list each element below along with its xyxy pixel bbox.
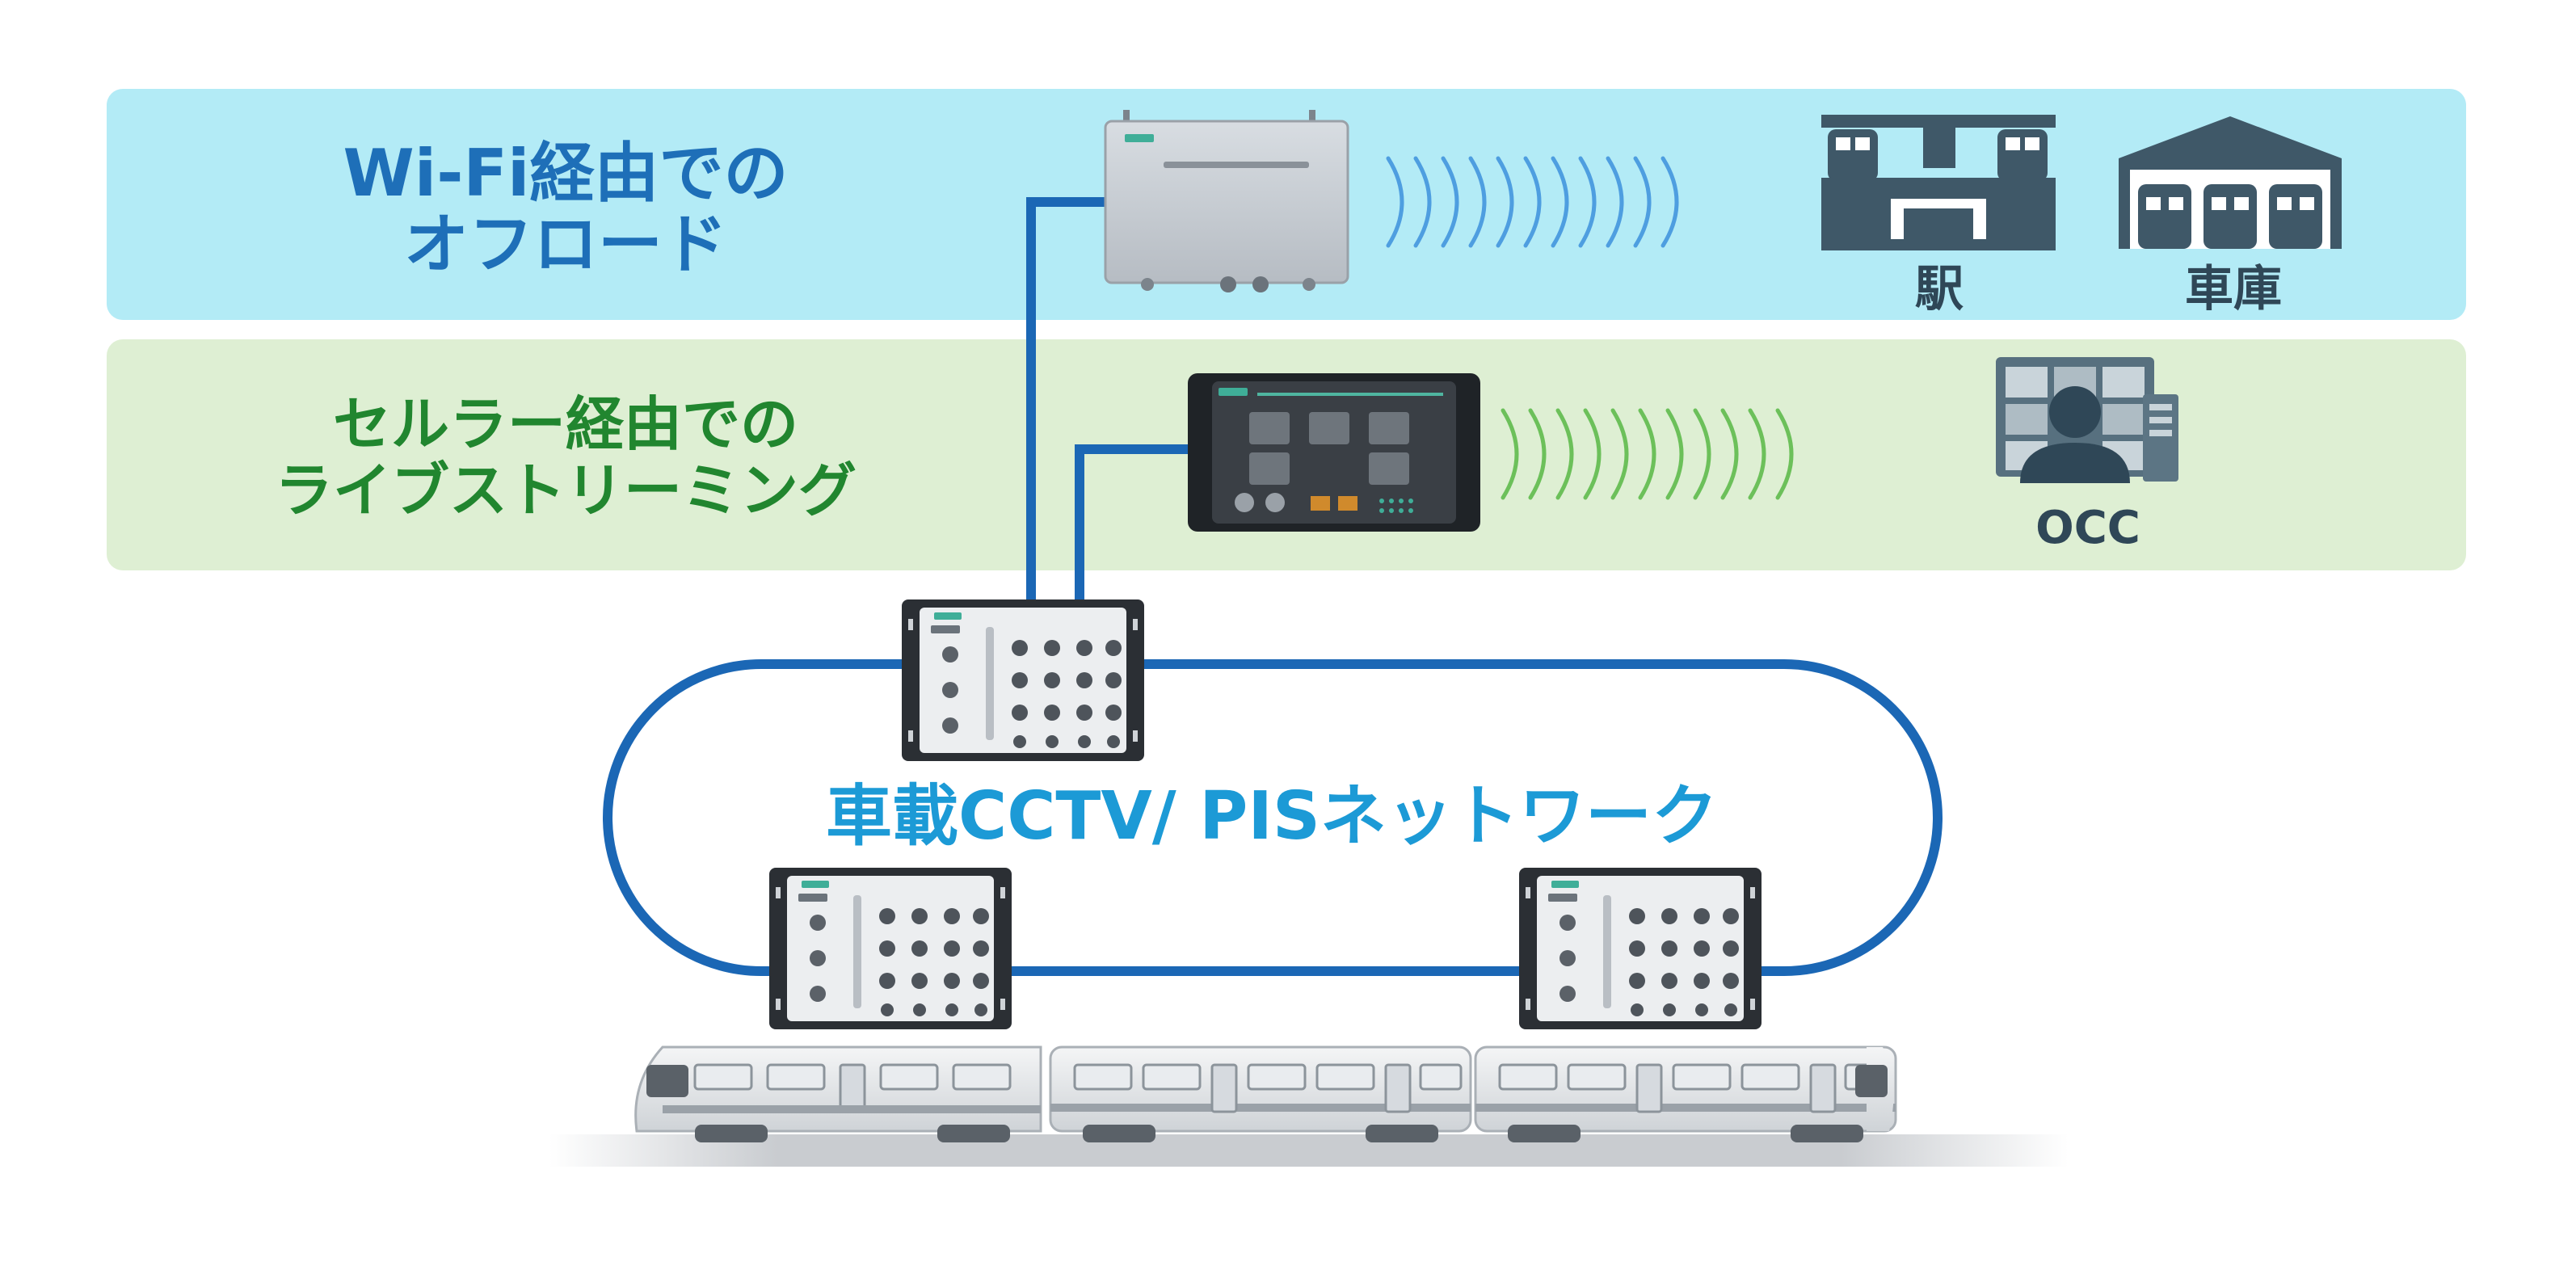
wave-arc [1468,156,1487,248]
wave-arc [1606,156,1624,248]
cellular-router-device [1188,373,1480,532]
wave-arc [1441,156,1459,248]
ring-network-line [603,659,1943,976]
train-icon [634,1045,1897,1144]
cell-band-title-line1: セルラー経由での [333,390,798,458]
wave-arc [1523,156,1542,248]
station-label: 駅 [1915,261,1964,318]
wave-arc [1551,156,1569,248]
wifi-band-title-line1: Wi-Fi経由での [343,136,789,211]
ethernet-switch-left [769,868,1012,1029]
uplink-to-cellular-device [1075,444,1196,601]
wave-arc [1555,408,1574,500]
wave-arc [1413,156,1432,248]
wave-arc [1720,408,1739,500]
wave-arc [1528,408,1547,500]
wave-arc [1610,408,1629,500]
wave-arc [1665,408,1684,500]
wave-arc [1633,156,1652,248]
cell-band-title-line2: ライブストリーミング [275,456,857,524]
depot-icon [2119,116,2342,249]
wave-arc [1501,408,1519,500]
wifi-signal-waves [1386,156,1679,248]
wave-arc [1638,408,1656,500]
wave-arc [1496,156,1514,248]
station-icon [1821,115,2056,250]
wave-arc [1583,408,1602,500]
wave-arc [1661,156,1679,248]
operator-icon [1996,357,2178,483]
ethernet-switch-top [902,599,1144,761]
cellular-signal-waves [1501,408,1794,500]
occ-label: OCC [2035,502,2140,554]
wifi-band-title-line2: オフロード [404,207,727,282]
onboard-network-label: 車載CCTV/ PISネットワーク [826,778,1718,855]
wave-arc [1693,408,1711,500]
wave-arc [1775,408,1794,500]
wave-arc [1386,156,1404,248]
depot-label: 車庫 [2185,261,2282,318]
wave-arc [1748,408,1766,500]
wave-arc [1578,156,1597,248]
wireless-client-device [1104,110,1349,292]
uplink-to-wifi-device [1026,197,1109,601]
ethernet-switch-right [1519,868,1762,1029]
